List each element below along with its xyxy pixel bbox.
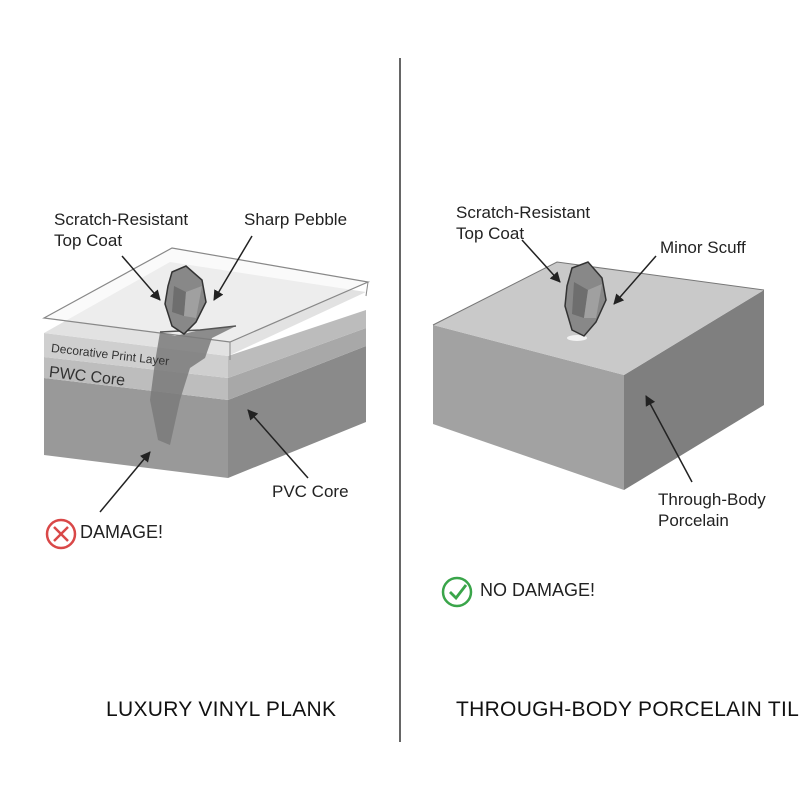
porcelain-top-surface	[433, 262, 764, 375]
left-panel-title: LUXURY VINYL PLANK	[106, 698, 337, 721]
core-front-face	[44, 378, 228, 478]
pebble-icon	[564, 261, 607, 337]
pvc-core-label: PVC Core	[272, 482, 349, 501]
sharp-pebble-icon	[164, 265, 207, 335]
damage-status-text: DAMAGE!	[80, 522, 164, 542]
no-damage-status: NO DAMAGE!	[480, 580, 595, 601]
minor-scuff-label: Minor Scuff	[660, 238, 746, 257]
print-layer-side	[228, 310, 366, 378]
core-side-face	[228, 346, 366, 478]
x-circle-icon	[45, 518, 77, 550]
right-callout-arrows	[521, 239, 693, 483]
damage-status: DAMAGE!	[80, 522, 163, 543]
right-panel-title: THROUGH-BODY PORCELAIN TILE	[456, 698, 800, 721]
core-band-side	[228, 328, 366, 400]
gouge-crack	[150, 326, 236, 445]
through-body-porcelain-label: Through-Body Porcelain	[658, 490, 766, 530]
porcelain-tile-block	[432, 261, 765, 490]
vinyl-plank-block	[42, 247, 371, 478]
minor-scuff-mark	[567, 335, 587, 341]
left-callout-arrows	[99, 235, 309, 513]
porcelain-front-face	[433, 325, 624, 490]
sharp-pebble-label: Sharp Pebble	[244, 210, 348, 229]
top-coat-label-left: Scratch-Resistant Top Coat	[54, 210, 189, 250]
top-coat-label-right: Scratch-Resistant Top Coat	[456, 203, 591, 243]
porcelain-side-face	[624, 290, 764, 490]
no-damage-status-text: NO DAMAGE!	[480, 580, 596, 600]
check-circle-icon	[441, 576, 473, 608]
